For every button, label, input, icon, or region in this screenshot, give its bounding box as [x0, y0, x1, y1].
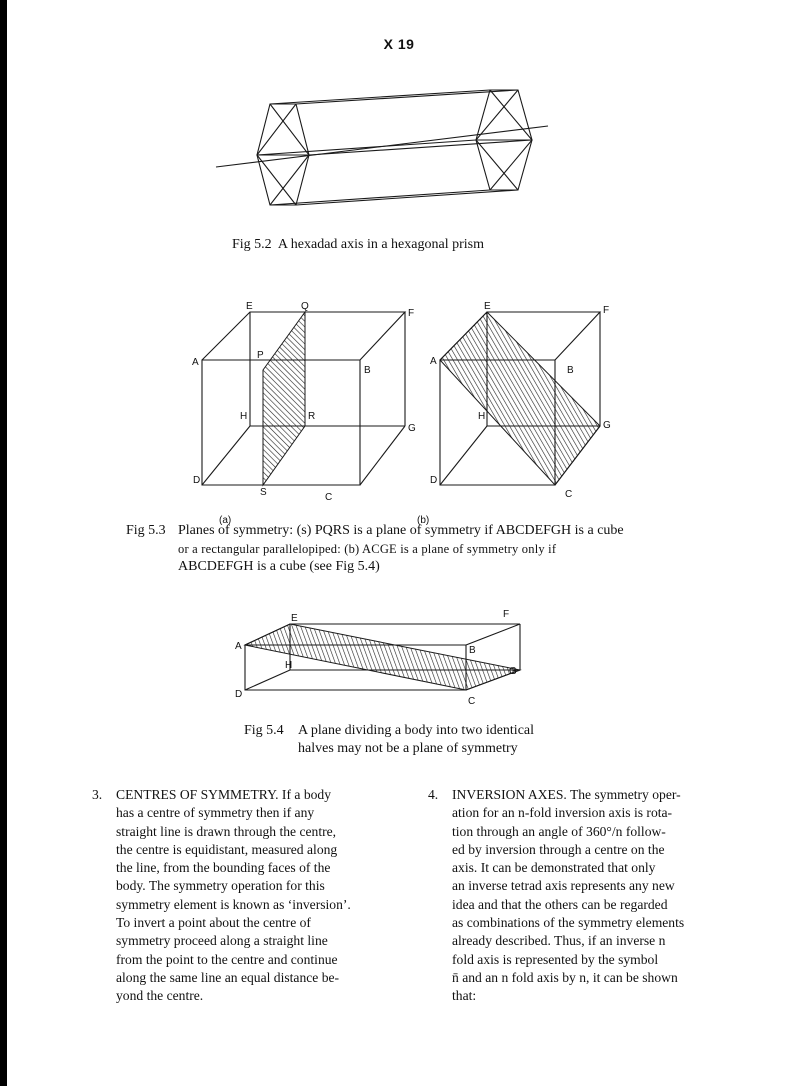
section-4-line: ed by inversion through a centre on the: [452, 841, 665, 857]
section-4-line: fold axis is represented by the symbol: [452, 951, 659, 967]
section-4-line: idea and that the others can be regarded: [452, 896, 668, 912]
section-3-line: from the point to the centre and continu…: [116, 951, 338, 967]
section-3-line: yond the centre.: [116, 988, 204, 1004]
section-4-number: 4.: [428, 787, 439, 802]
fig-5-3-caption-number: Fig 5.3: [126, 523, 166, 538]
label-b-F: F: [603, 305, 609, 316]
section-4-line: tion through an angle of 360°/n follow-: [452, 823, 666, 839]
section-4-line: n̄ and an n fold axis by n, it can be sh…: [452, 969, 678, 985]
label-a-Q: Q: [301, 301, 309, 312]
label-54-H: H: [285, 660, 292, 671]
page-header: X 19: [383, 36, 415, 52]
section-3-number: 3.: [92, 787, 103, 802]
fig-5-4-caption-line-2: halves may not be a plane of symmetry: [298, 741, 518, 756]
label-a-F: F: [408, 308, 414, 319]
fig-5-4-caption: Fig 5.4 A plane dividing a body into two…: [244, 722, 534, 758]
section-3-line: To invert a point about the centre of: [116, 915, 311, 931]
label-a-R: R: [308, 411, 315, 422]
label-54-B: B: [469, 645, 476, 656]
label-a-H: H: [240, 411, 247, 422]
label-54-E: E: [291, 613, 298, 624]
label-54-C: C: [468, 696, 475, 707]
section-4-line: ation for an n-fold inversion axis is ro…: [452, 805, 673, 821]
fig-5-3-caption-line-2: or a rectangular parallelopiped: (b) ACG…: [178, 542, 557, 556]
label-b-C: C: [565, 489, 572, 500]
label-a-E: E: [246, 301, 253, 312]
label-b-D: D: [430, 475, 437, 486]
section-4-line: INVERSION AXES. The symmetry oper-: [452, 787, 681, 802]
fig-5-4-caption-number: Fig 5.4: [244, 723, 284, 738]
cube-b: [439, 311, 602, 486]
section-3-line: has a centre of symmetry then if any: [116, 805, 315, 821]
label-a-G: G: [408, 423, 416, 434]
label-54-A: A: [235, 641, 242, 652]
section-4-line: an inverse tetrad axis represents any ne…: [452, 878, 675, 894]
label-54-D: D: [235, 689, 242, 700]
section-3-line: symmetry proceed along a straight line: [116, 933, 328, 949]
label-b-A: A: [430, 356, 437, 367]
cube-a: [201, 310, 407, 487]
section-4-line: that:: [452, 988, 477, 1004]
label-b-B: B: [567, 365, 574, 376]
section-4-inversion-axes: 4. INVERSION AXES. The symmetry oper- at…: [428, 786, 752, 1006]
label-b-E: E: [484, 301, 491, 312]
fig-5-2-caption-number: Fig 5.2: [232, 237, 272, 252]
label-a-P: P: [257, 350, 264, 361]
label-a-A: A: [192, 357, 199, 368]
label-a-S: S: [260, 487, 267, 498]
fig-5-3-caption: Fig 5.3 Planes of symmetry: (s) PQRS is …: [126, 522, 624, 576]
section-3-line: the centre is equidistant, measured alon…: [116, 841, 338, 857]
section-4-line: axis. It can be demonstrated that only: [452, 860, 656, 876]
fig-5-4-caption-line-1: A plane dividing a body into two identic…: [298, 723, 535, 738]
section-3-line: the line, from the bounding faces of the: [116, 860, 331, 876]
section-3-line: along the same line an equal distance be…: [116, 969, 340, 985]
label-a-C: C: [325, 492, 332, 503]
fig-5-2-caption-text: A hexadad axis in a hexagonal prism: [277, 237, 484, 252]
section-3-line: straight line is drawn through the centr…: [116, 823, 337, 839]
fig-5-3-caption-line-3: ABCDEFGH is a cube (see Fig 5.4): [178, 559, 380, 574]
section-3-line: CENTRES OF SYMMETRY. If a body: [116, 787, 332, 802]
fig-5-2-caption: Fig 5.2 A hexadad axis in a hexagonal pr…: [232, 236, 484, 254]
sub-figure-a-label: (a): [219, 515, 231, 526]
section-3-line: symmetry element is known as ‘inversion’…: [116, 896, 351, 912]
section-4-line: already described. Thus, if an inverse n: [452, 933, 666, 949]
fig-5-3-caption-line-1: Planes of symmetry: (s) PQRS is a plane …: [178, 523, 624, 538]
label-a-D: D: [193, 475, 200, 486]
section-3-centres-of-symmetry: 3. CENTRES OF SYMMETRY. If a body has a …: [92, 786, 416, 1006]
label-b-H: H: [478, 411, 485, 422]
section-3-line: body. The symmetry operation for this: [116, 878, 325, 894]
label-a-B: B: [364, 365, 371, 376]
section-4-line: as combinations of the symmetry elements: [452, 915, 685, 931]
sub-figure-b-label: (b): [417, 515, 429, 526]
label-54-F: F: [503, 609, 509, 620]
label-b-G: G: [603, 420, 611, 431]
label-54-G: G: [509, 666, 517, 677]
scanned-page-edge: [0, 0, 7, 1086]
